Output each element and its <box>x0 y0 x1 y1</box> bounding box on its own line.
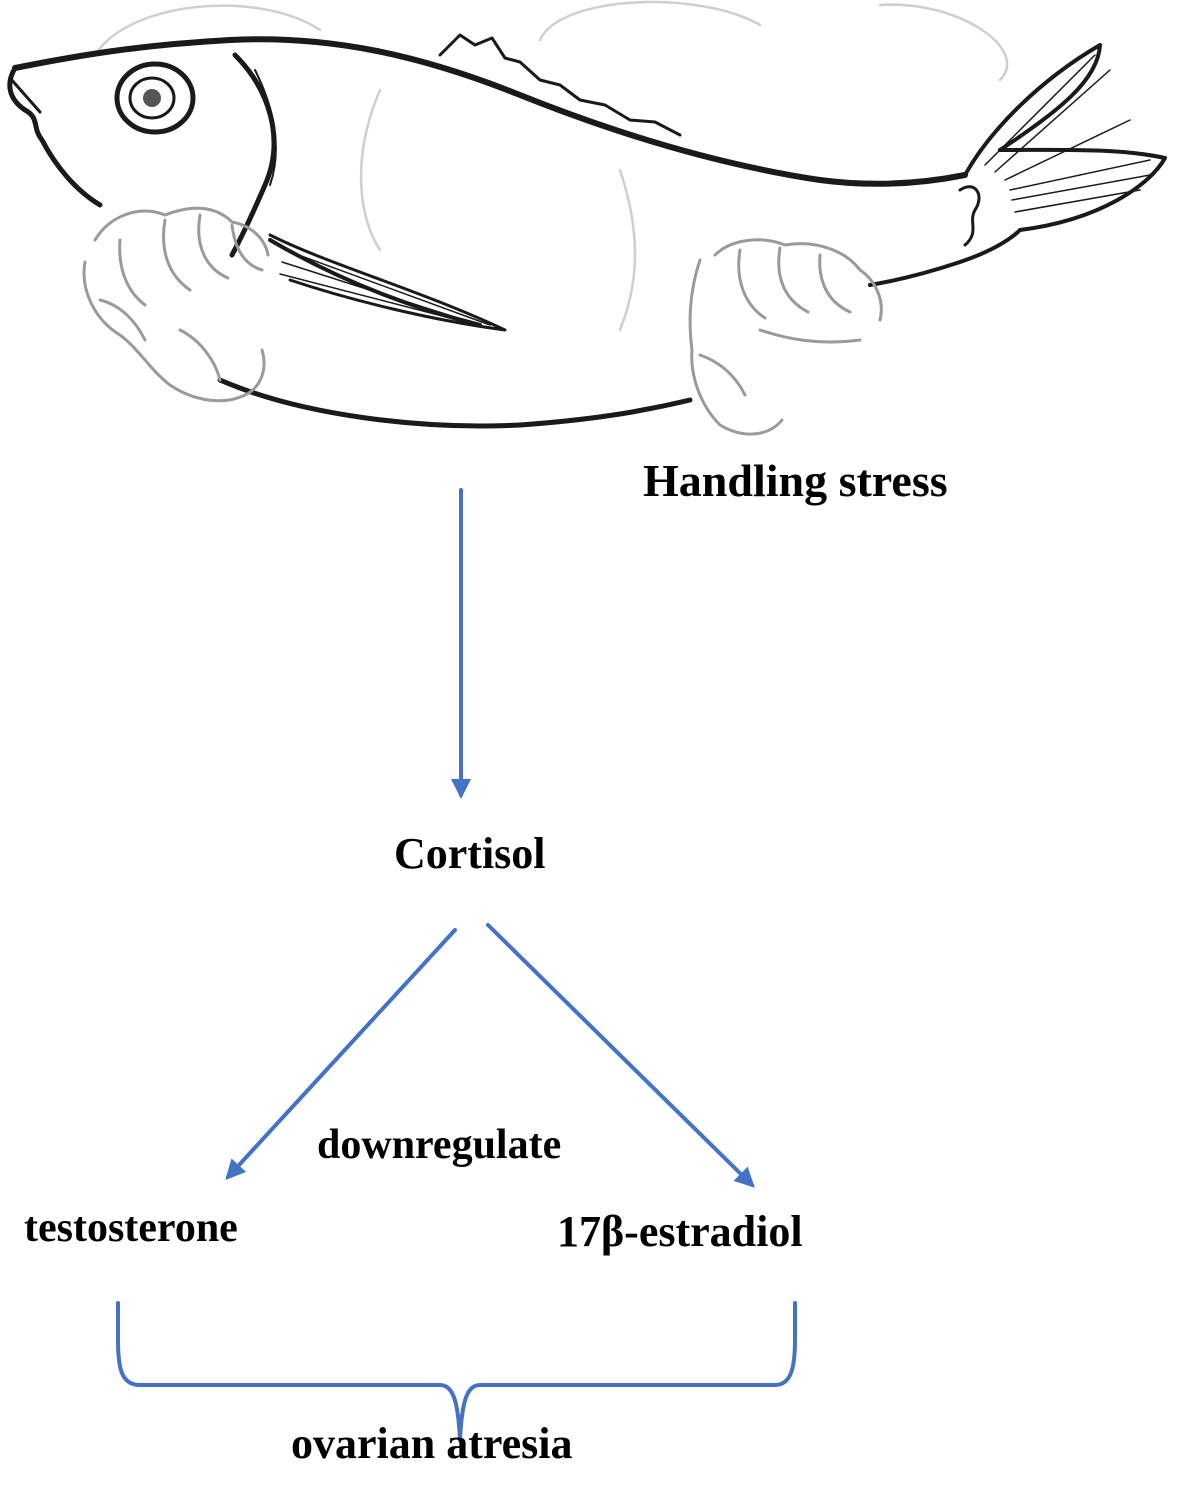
arrow-cortisol-to-testosterone <box>225 928 457 1180</box>
left-hand-icon <box>82 206 270 403</box>
testosterone-label: testosterone <box>24 1205 238 1251</box>
fish-held-in-hands-icon <box>7 0 1167 436</box>
arrows <box>225 488 755 1188</box>
estradiol-label: 17β-estradiol <box>557 1207 803 1256</box>
downregulate-label: downregulate <box>317 1122 562 1168</box>
background-circles-icon <box>93 0 1009 332</box>
arrow-cortisol-to-estradiol <box>486 923 755 1188</box>
curly-bracket <box>116 1301 797 1442</box>
fish-icon <box>7 33 1167 429</box>
handling-stress-label: Handling stress <box>643 455 948 506</box>
right-hand-icon <box>688 238 883 436</box>
cortisol-label: Cortisol <box>394 829 546 878</box>
ovarian-atresia-label: ovarian atresia <box>291 1419 573 1468</box>
